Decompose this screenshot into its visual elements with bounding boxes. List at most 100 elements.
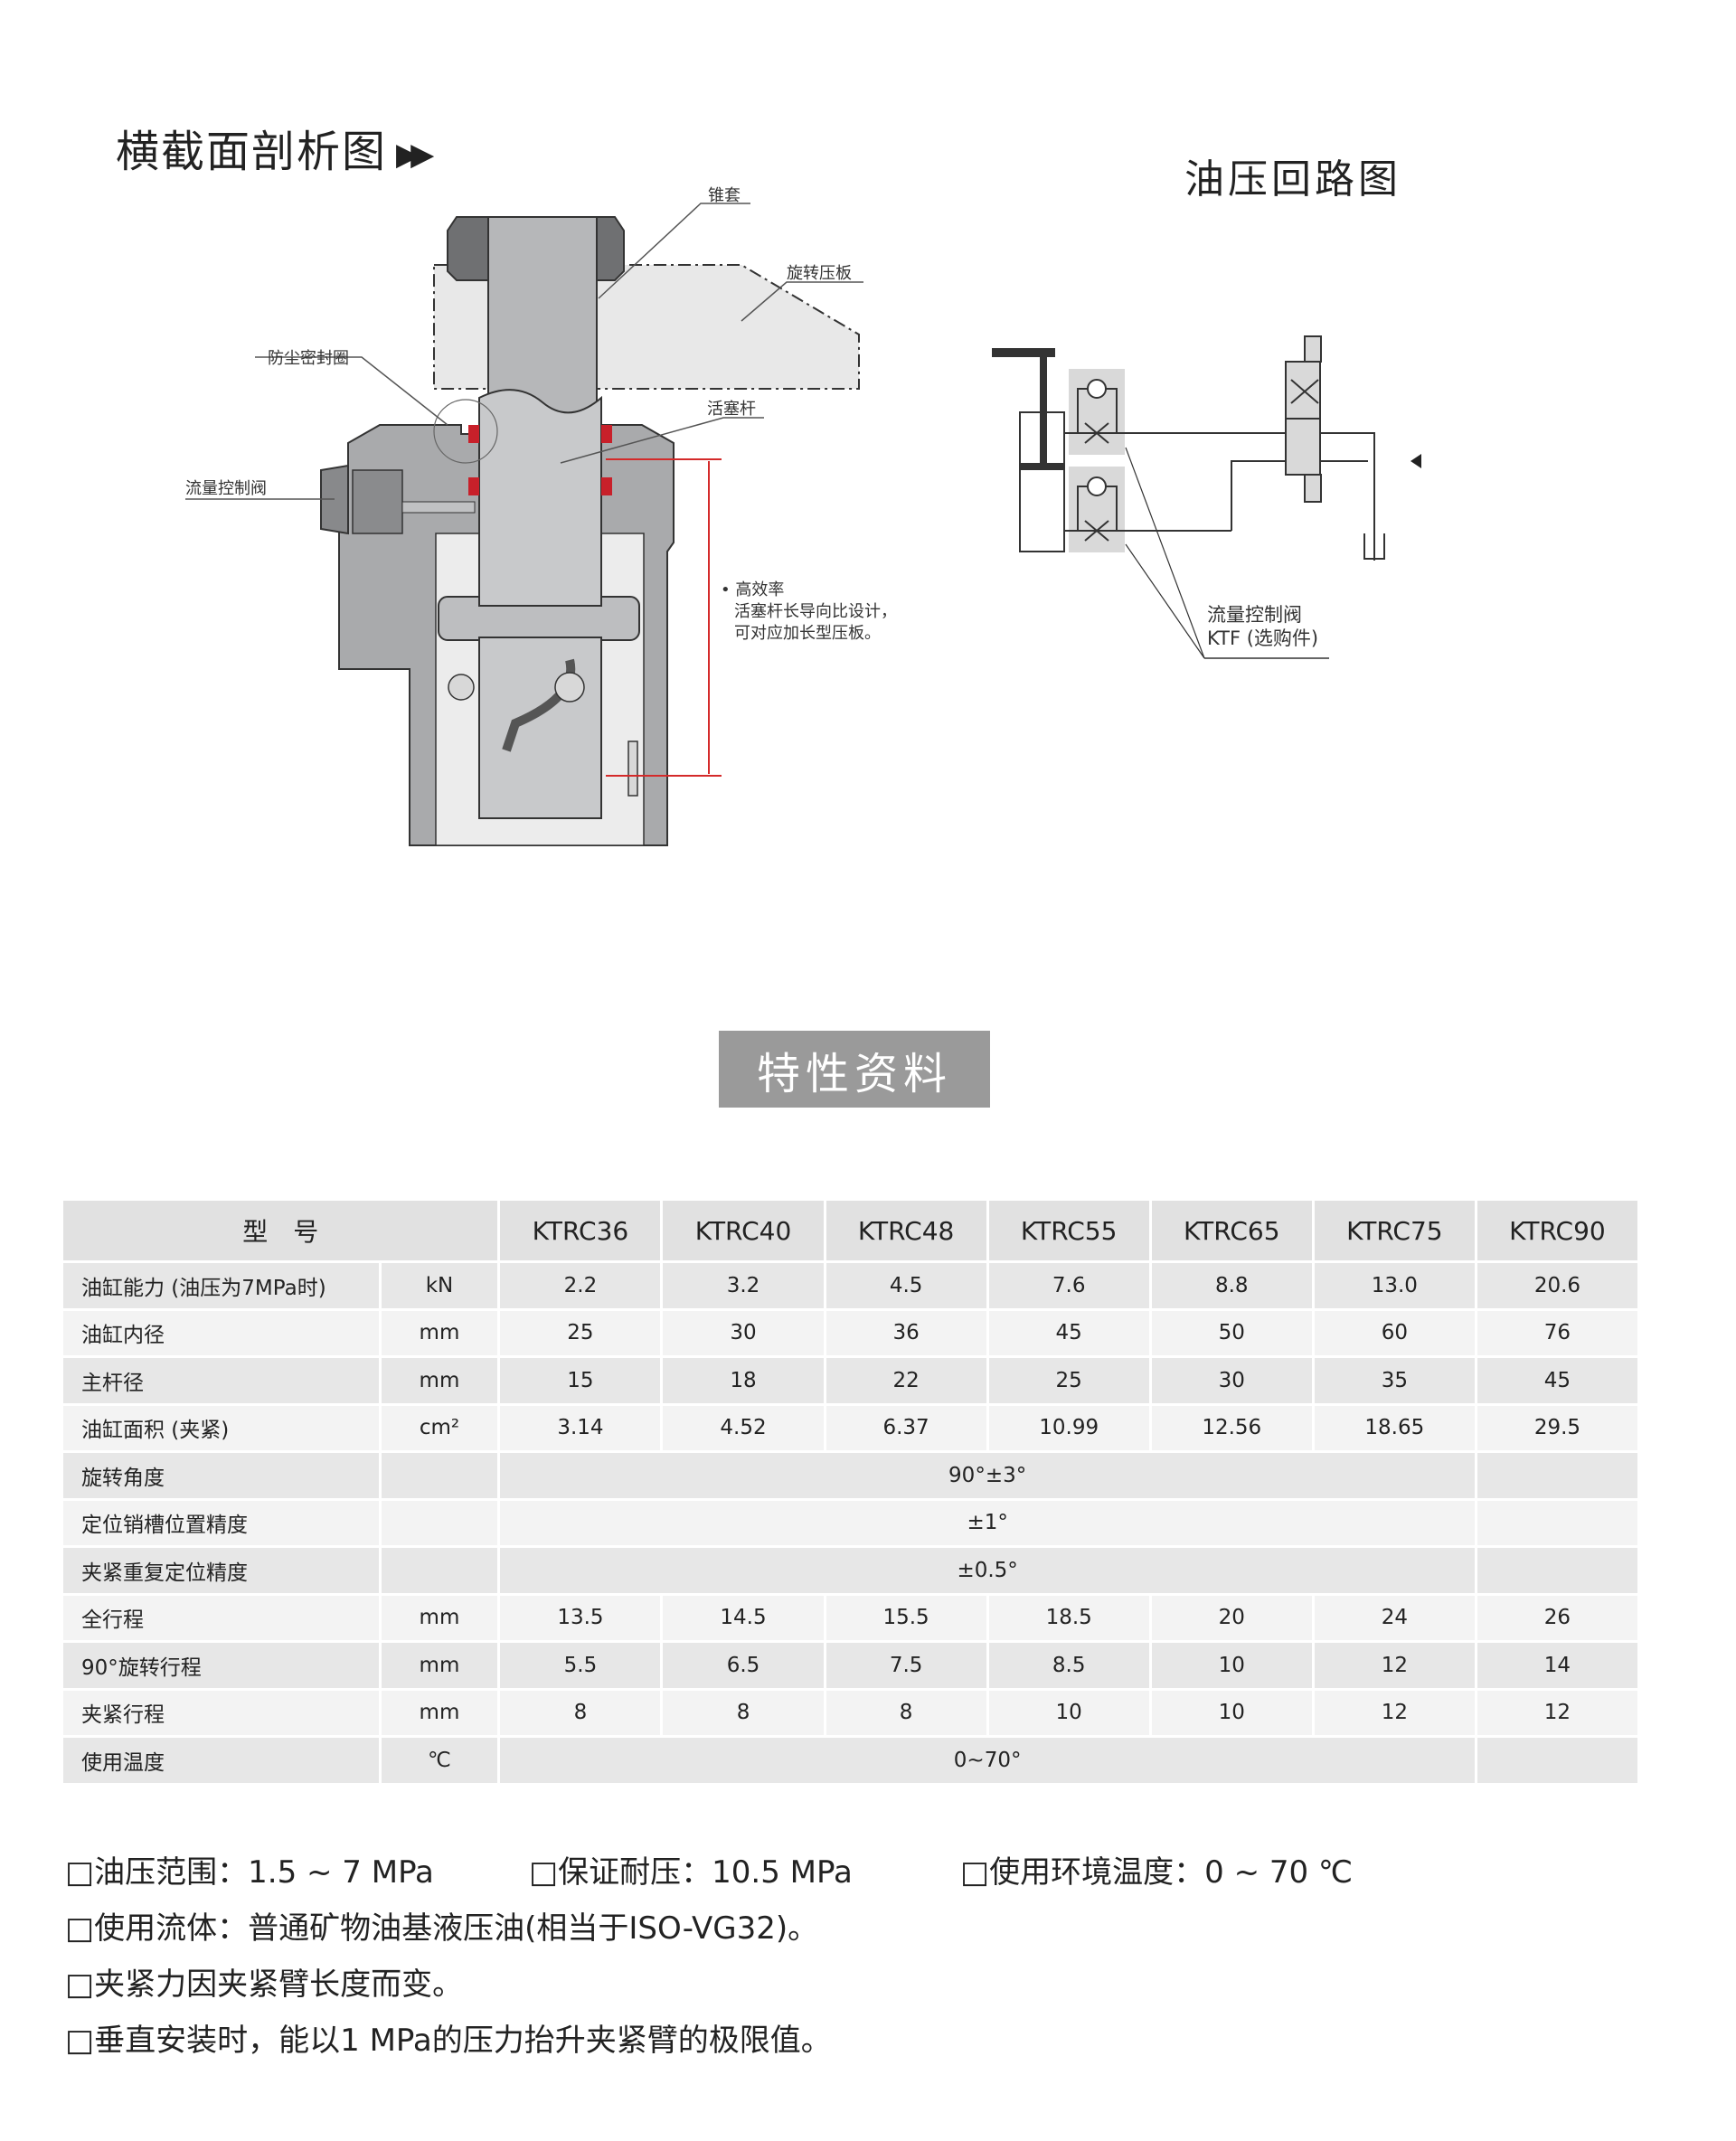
row-label: 油缸能力 (油压为7MPa时)	[63, 1263, 379, 1308]
cell-empty	[1477, 1453, 1637, 1498]
cell-value: 14.5	[663, 1595, 824, 1640]
cell-value: 3.2	[663, 1263, 824, 1308]
cell-value: 12	[1477, 1690, 1637, 1735]
cell-value: 30	[1151, 1358, 1312, 1403]
cell-empty	[1477, 1738, 1637, 1783]
cell-value: 13.0	[1314, 1263, 1475, 1308]
circuit-title: 油压回路图	[1184, 156, 1401, 203]
cell-shared-value: 0~70°	[500, 1738, 1475, 1783]
row-label: 夹紧行程	[63, 1690, 379, 1735]
cell-value: 6.5	[663, 1643, 824, 1688]
cell-empty	[1477, 1548, 1637, 1593]
cell-value: 10.99	[988, 1405, 1149, 1450]
cell-value: 45	[988, 1310, 1149, 1355]
cell-value: 10	[988, 1690, 1149, 1735]
circuit-label-valve: 流量控制阀	[1207, 604, 1302, 626]
row-label: 旋转角度	[63, 1453, 379, 1498]
header-model: KTRC75	[1314, 1201, 1475, 1260]
row-label: 全行程	[63, 1595, 379, 1640]
cell-value: 10	[1151, 1690, 1312, 1735]
cell-value: 18.5	[988, 1595, 1149, 1640]
header-model: KTRC48	[826, 1201, 986, 1260]
row-unit	[381, 1500, 498, 1545]
characteristics-banner: 特性资料	[719, 1031, 990, 1108]
label-cone-sleeve: 锥套	[708, 186, 741, 205]
seal-shape	[468, 425, 479, 443]
cell-value: 7.5	[826, 1643, 986, 1688]
cell-value: 76	[1477, 1310, 1637, 1355]
row-unit: mm	[381, 1358, 498, 1403]
row-unit: mm	[381, 1643, 498, 1688]
table-row: 定位销槽位置精度 ±1°	[63, 1500, 1637, 1545]
row-label: 夹紧重复定位精度	[63, 1548, 379, 1593]
note-fluid: □使用流体：普通矿物油基液压油(相当于ISO-VG32)。	[65, 1910, 819, 1947]
cell-value: 45	[1477, 1358, 1637, 1403]
hydraulic-circuit-diagram: 流量控制阀 KTF (选购件)	[992, 335, 1421, 659]
cell-value: 12	[1314, 1643, 1475, 1688]
note-vertical-mount: □垂直安装时，能以1 MPa的压力抬升夹紧臂的极限值。	[65, 2023, 832, 2059]
cell-value: 14	[1477, 1643, 1637, 1688]
cell-value: 15.5	[826, 1595, 986, 1640]
cell-value: 13.5	[500, 1595, 661, 1640]
row-unit: mm	[381, 1595, 498, 1640]
feature-note-title: • 高效率	[721, 580, 784, 599]
header-model: KTRC55	[988, 1201, 1149, 1260]
cylinder-symbol	[1019, 411, 1065, 552]
cell-value: 35	[1314, 1358, 1475, 1403]
header-model: KTRC40	[663, 1201, 824, 1260]
cell-value: 60	[1314, 1310, 1475, 1355]
cell-empty	[1477, 1500, 1637, 1545]
header-model: KTRC90	[1477, 1201, 1637, 1260]
row-label: 使用温度	[63, 1738, 379, 1783]
cell-value: 15	[500, 1358, 661, 1403]
note-pressure-range: □油压范围：1.5 ~ 7 MPa	[65, 1854, 434, 1891]
cell-value: 30	[663, 1310, 824, 1355]
row-label: 90°旋转行程	[63, 1643, 379, 1688]
table-row: 夹紧重复定位精度±0.5°	[63, 1548, 1637, 1593]
cell-value: 20	[1151, 1595, 1312, 1640]
row-unit: kN	[381, 1263, 498, 1308]
label-rotary-plate: 旋转压板	[787, 264, 852, 283]
cell-value: 4.52	[663, 1405, 824, 1450]
cell-value: 3.14	[500, 1405, 661, 1450]
cell-value: 26	[1477, 1595, 1637, 1640]
cell-value: 8	[500, 1690, 661, 1735]
cell-value: 12.56	[1151, 1405, 1312, 1450]
cell-value: 5.5	[500, 1643, 661, 1688]
row-unit: mm	[381, 1690, 498, 1735]
cell-value: 8	[663, 1690, 824, 1735]
note-ambient-temp: □使用环境温度：0 ~ 70 ℃	[960, 1854, 1354, 1891]
row-label: 油缸内径	[63, 1310, 379, 1355]
row-label: 油缸面积 (夹紧)	[63, 1405, 379, 1450]
cell-shared-value: ±1°	[500, 1500, 1475, 1545]
label-piston-rod: 活塞杆	[707, 400, 756, 419]
header-model: KTRC36	[500, 1201, 661, 1260]
cell-value: 2.2	[500, 1263, 661, 1308]
row-unit	[381, 1548, 498, 1593]
piston-rod-shape	[478, 389, 602, 607]
cell-value: 18.65	[1314, 1405, 1475, 1450]
row-unit: ℃	[381, 1738, 498, 1783]
cell-value: 24	[1314, 1595, 1475, 1640]
row-unit	[381, 1453, 498, 1498]
note-proof-pressure: □保证耐压：10.5 MPa	[529, 1854, 853, 1891]
cell-value: 8.5	[988, 1643, 1149, 1688]
row-label: 主杆径	[63, 1358, 379, 1403]
cell-value: 8	[826, 1690, 986, 1735]
row-label: 定位销槽位置精度	[63, 1500, 379, 1545]
cell-value: 29.5	[1477, 1405, 1637, 1450]
feature-note-line: 可对应加长型压板。	[734, 624, 881, 643]
cell-value: 25	[500, 1310, 661, 1355]
cell-value: 22	[826, 1358, 986, 1403]
row-unit: mm	[381, 1310, 498, 1355]
